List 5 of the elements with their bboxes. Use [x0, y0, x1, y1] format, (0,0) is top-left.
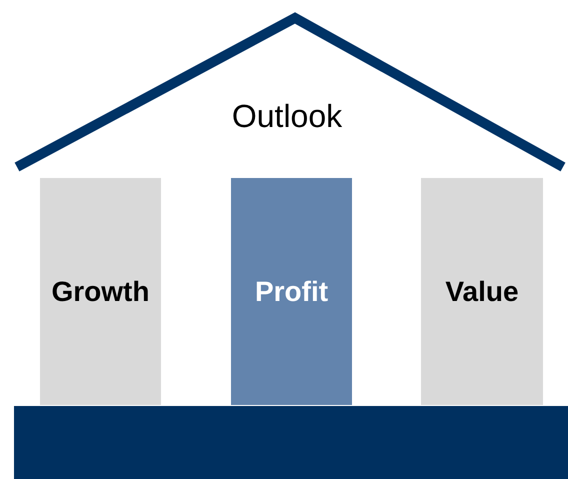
- pillar: Profit: [231, 178, 352, 405]
- pillar: Value: [421, 178, 543, 405]
- roof-label: Outlook: [230, 98, 344, 134]
- pillar: Growth: [40, 178, 161, 405]
- foundation-bar: [14, 406, 568, 479]
